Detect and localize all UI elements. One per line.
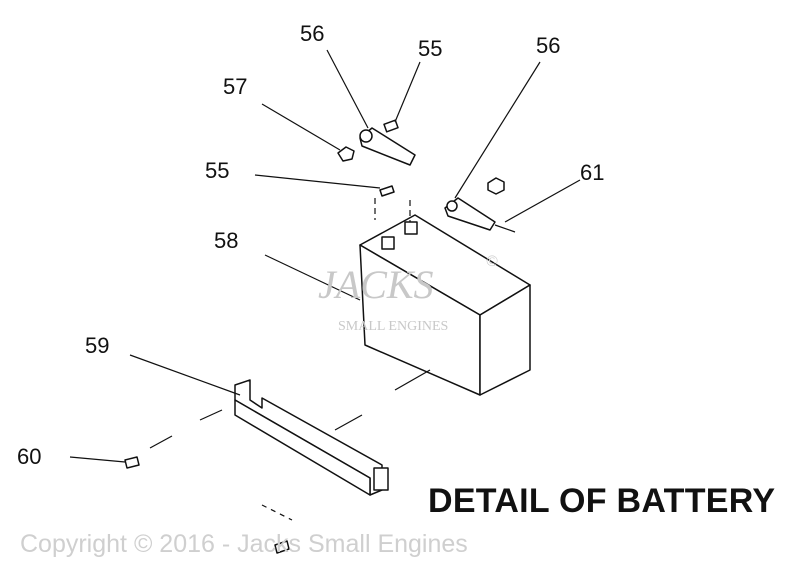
callout-55: 55 xyxy=(205,158,229,183)
callout-56: 56 xyxy=(300,21,324,46)
logo-subtext: SMALL ENGINES xyxy=(338,319,448,334)
callout-58: 58 xyxy=(214,228,238,253)
logo-text: JACKS xyxy=(318,262,434,307)
hold-down-bracket-part-59 xyxy=(234,379,389,496)
bolt-part-60 xyxy=(124,456,290,554)
copyright-watermark: Copyright © 2016 - Jacks Small Engines xyxy=(20,530,468,558)
callout-61: 61 xyxy=(580,160,604,185)
terminal-hardware xyxy=(337,119,516,233)
callout-59: 59 xyxy=(85,333,109,358)
jacks-logo-watermark: JACKS SMALL ENGINES © xyxy=(318,253,498,334)
callout-60: 60 xyxy=(17,444,41,469)
leader-lines xyxy=(69,49,581,521)
battery-part-58 xyxy=(359,214,531,396)
callout-57: 57 xyxy=(223,74,247,99)
callout-56: 56 xyxy=(536,33,560,58)
callout-55: 55 xyxy=(418,36,442,61)
logo-mark: © xyxy=(486,253,498,270)
diagram-title: DETAIL OF BATTERY xyxy=(428,482,775,520)
